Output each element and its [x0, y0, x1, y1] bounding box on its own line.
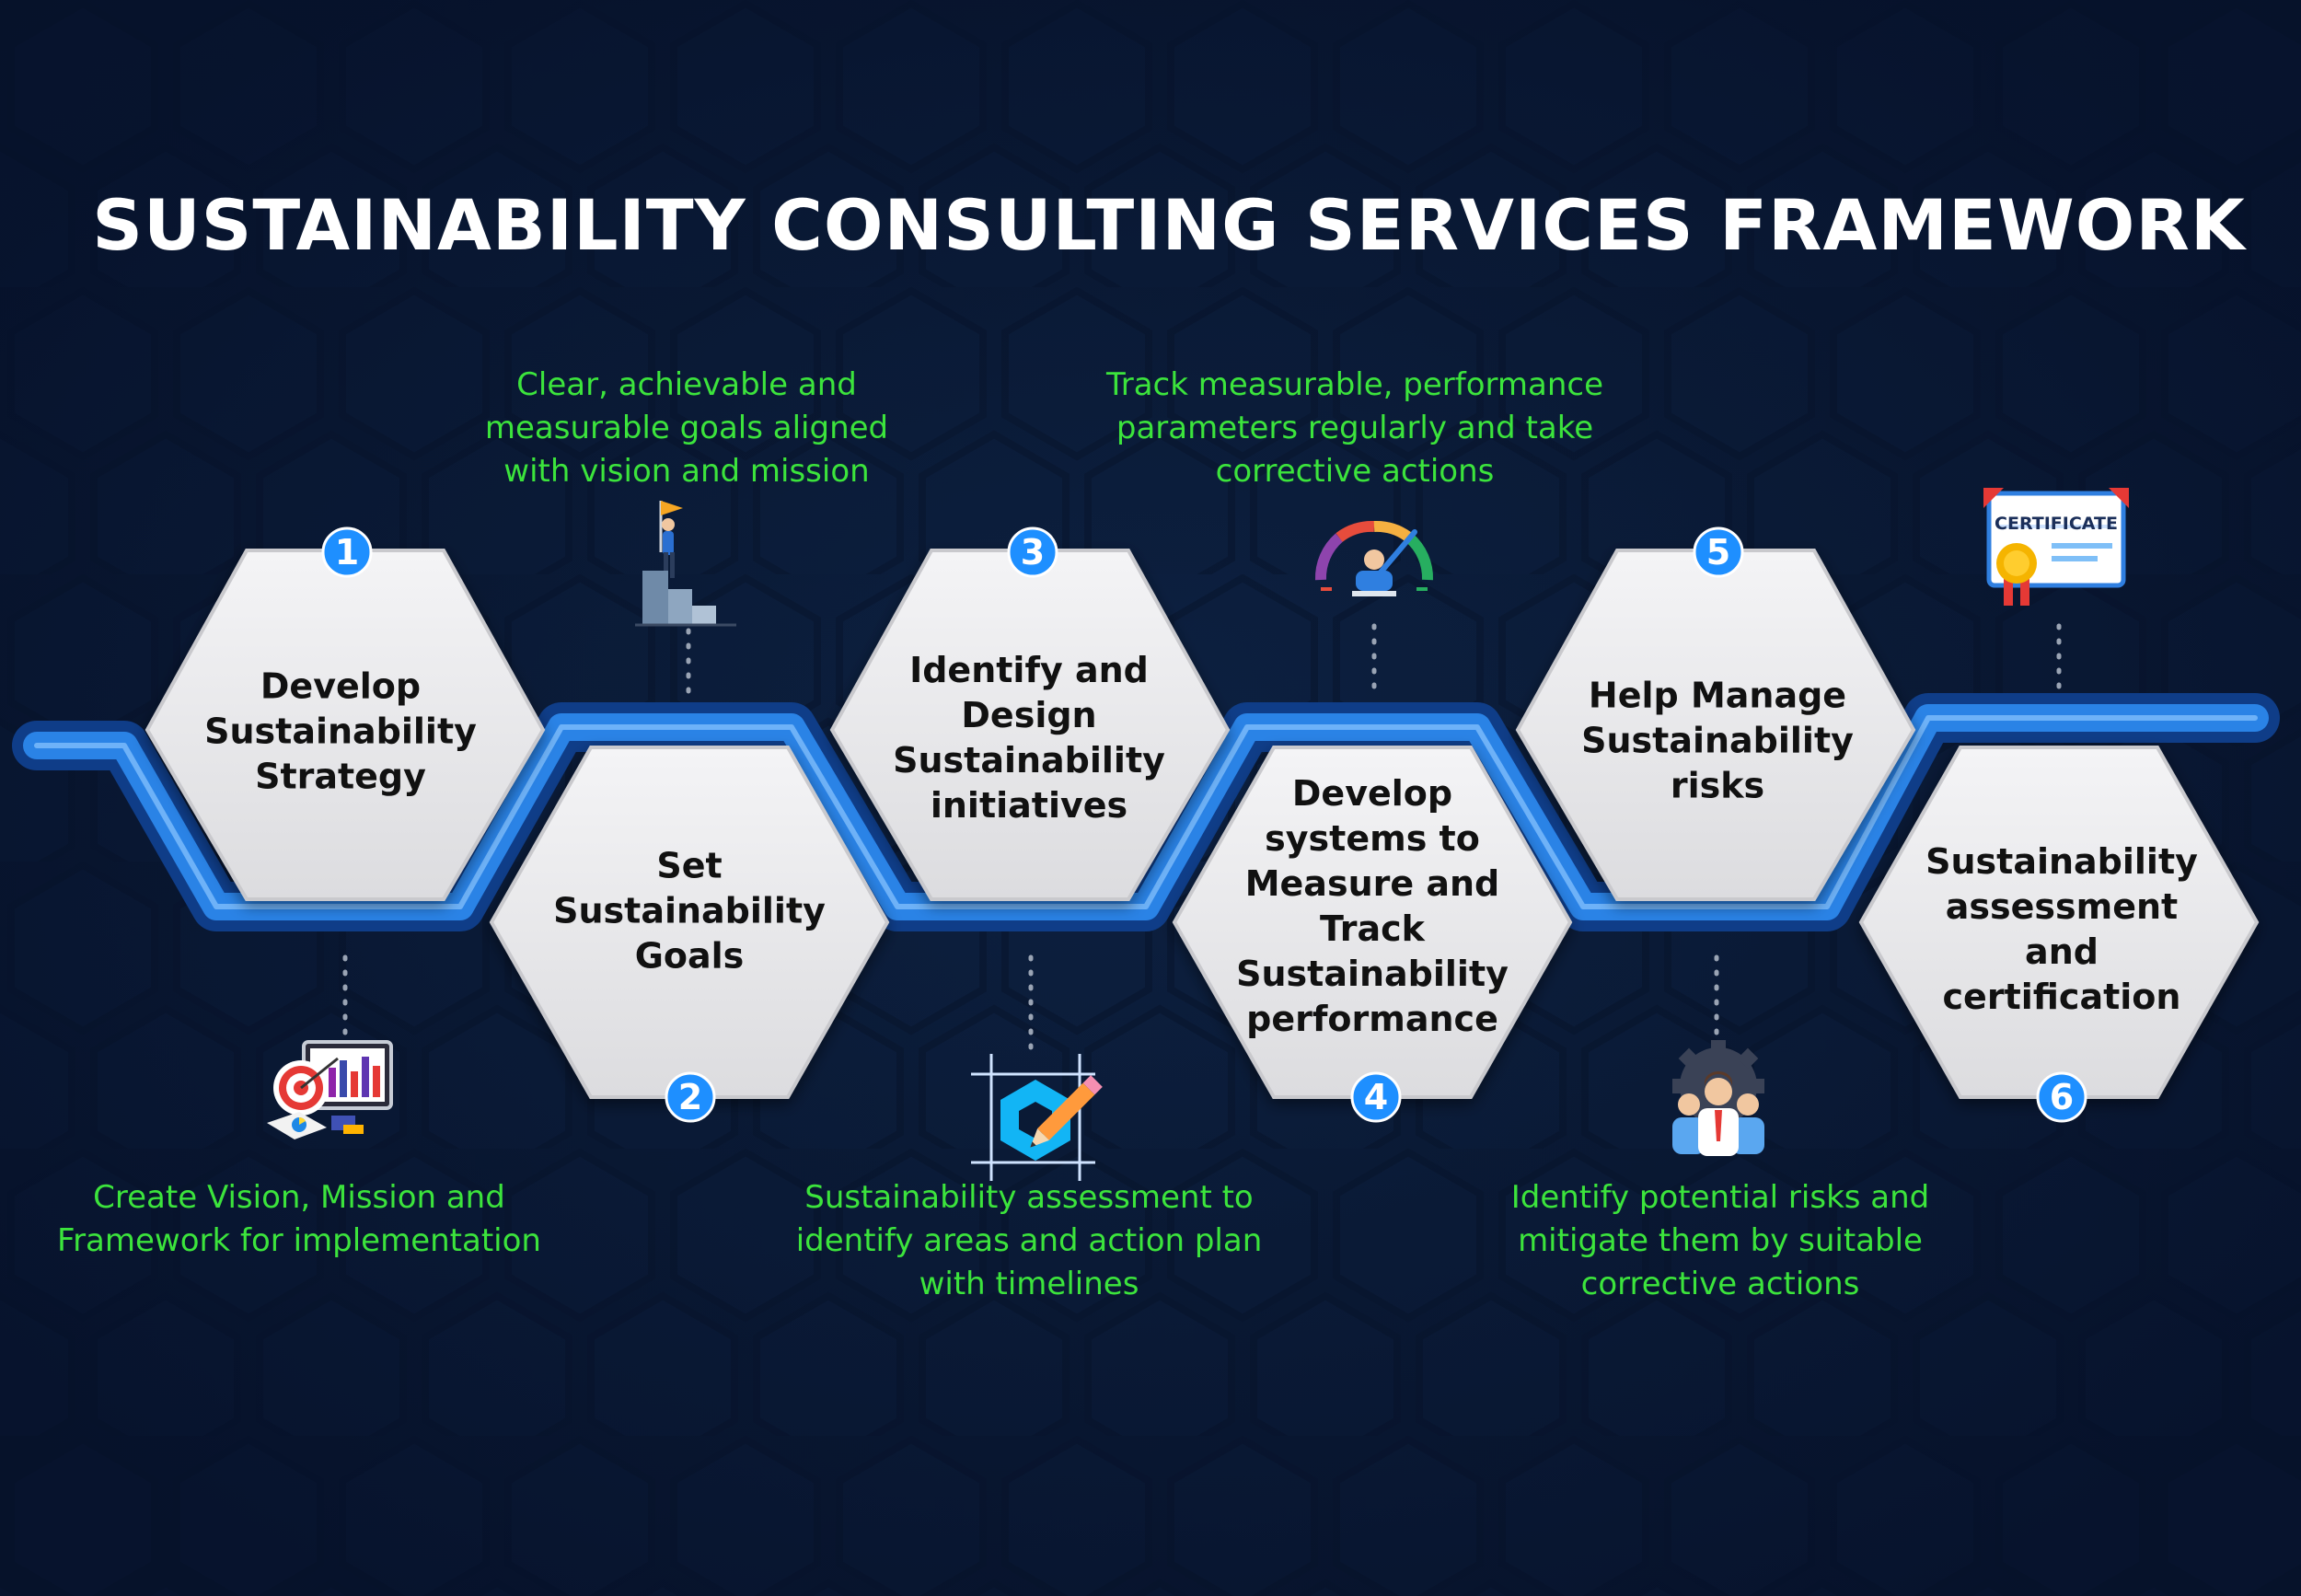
- flag-steps-icon: [635, 501, 736, 627]
- badge-5-circle: [1693, 526, 1744, 578]
- step-5-number: 5: [1706, 532, 1731, 572]
- step-1-label: Develop Sustainability Strategy: [204, 665, 477, 797]
- hexagon-step-2: [489, 746, 890, 1099]
- step-4-number: 4: [1363, 1077, 1389, 1117]
- hexagon-step-1: [145, 549, 546, 901]
- step-4-label: Develop systems to Measure and Track Sus…: [1236, 773, 1509, 1039]
- hexagon-step-5: [1515, 549, 1916, 901]
- step-3-number: 3: [1020, 532, 1046, 572]
- target-chart-icon: [267, 1040, 393, 1139]
- step-4-description: Track measurable, performance parameters…: [1105, 366, 1604, 490]
- step-6-number: 6: [2049, 1077, 2075, 1117]
- certificate-icon: [1983, 488, 2129, 606]
- badge-1-circle: [321, 526, 373, 578]
- design-pencil-icon: [971, 1054, 1103, 1181]
- step-2-description: Clear, achievable and measurable goals a…: [484, 366, 889, 490]
- step-5-label: Help Manage Sustainability risks: [1581, 675, 1854, 806]
- step-2-number: 2: [677, 1077, 703, 1117]
- track-highlight: [34, 715, 2258, 909]
- page-title: SUSTAINABILITY CONSULTING SERVICES FRAME…: [92, 184, 2246, 266]
- badge-2-circle: [665, 1071, 716, 1123]
- speedometer-icon: [1314, 520, 1434, 596]
- badge-4-circle: [1350, 1071, 1402, 1123]
- hexagon-step-4: [1172, 746, 1573, 1099]
- step-2-label: Set Sustainability Goals: [553, 845, 826, 977]
- badge-6-circle: [2036, 1071, 2087, 1123]
- team-gear-icon: [1672, 1040, 1764, 1156]
- hexagon-step-3: [829, 549, 1231, 901]
- step-3-label: Identify and Design Sustainability initi…: [893, 650, 1165, 826]
- step-1-description: Create Vision, Mission and Framework for…: [57, 1179, 541, 1259]
- step-1-number: 1: [334, 532, 360, 572]
- step-6-label: Sustainability assessment and certificat…: [1925, 841, 2198, 1017]
- hexagon-step-6: [1858, 746, 2260, 1099]
- step-5-description: Identify potential risks and mitigate th…: [1510, 1179, 1930, 1302]
- step-3-description: Sustainability assessment to identify ar…: [795, 1179, 1263, 1302]
- badge-3-circle: [1007, 526, 1058, 578]
- certificate-icon-text: CERTIFICATE: [1995, 514, 2118, 534]
